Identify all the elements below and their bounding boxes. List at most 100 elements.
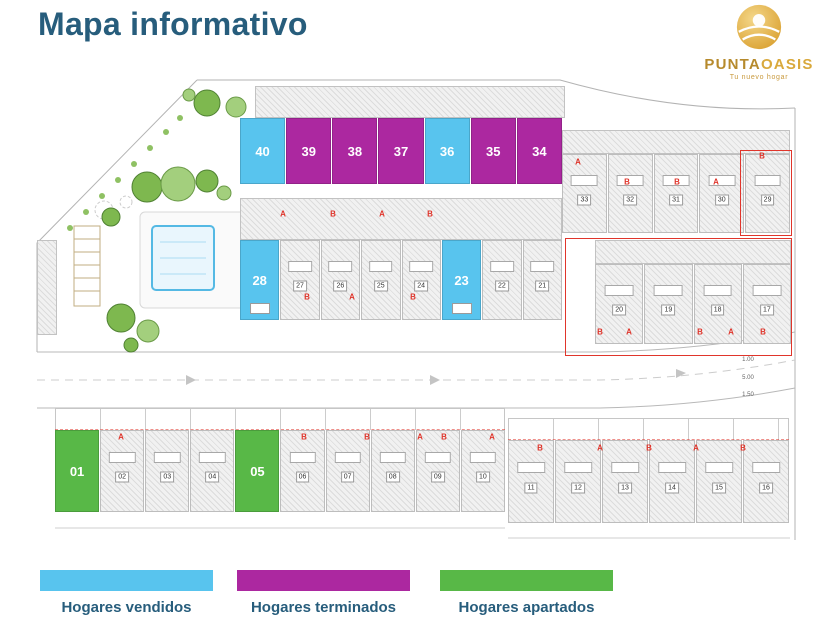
legend-item-terminados: Hogares terminados (237, 570, 410, 616)
unit-letter-mark: B (674, 177, 680, 187)
lot-number-tag: 06 (295, 471, 310, 483)
lot-01: 01 (55, 430, 100, 512)
lot-29: 29 (745, 154, 790, 233)
lot-number-tag: 30 (714, 194, 729, 206)
lot-38: 38 (332, 118, 378, 184)
driveway-strip (508, 418, 789, 440)
lot-number-tag: 12 (571, 482, 585, 494)
building-strip (240, 198, 562, 240)
lot-06: 06 (280, 430, 325, 512)
legend-label-apartados: Hogares apartados (458, 599, 595, 616)
path-circle (119, 195, 133, 209)
lot-number-tag: 04 (205, 471, 220, 483)
lot-21: 21 (522, 240, 562, 320)
legend-swatch-vendidos (40, 570, 213, 591)
lot-16: 16 (743, 440, 789, 523)
lot-19: 19 (644, 264, 693, 344)
unit-letter-mark: A (280, 209, 286, 219)
road-arrow-icon (186, 369, 686, 385)
unit-letter-mark: B (427, 209, 433, 219)
lot-number-tag: 14 (665, 482, 679, 494)
lot-33: 33 (562, 154, 607, 233)
unit-letter-mark: B (537, 443, 543, 453)
road-dimension-label: 5.00 (742, 375, 754, 381)
unit-letter-mark: B (304, 292, 310, 302)
road-dimension-label: 1.50 (742, 392, 754, 398)
lot-27: 27 (280, 240, 320, 320)
lot-number-tag: 29 (760, 194, 775, 206)
unit-letter-mark: A (693, 443, 699, 453)
legend-label-vendidos: Hogares vendidos (61, 599, 192, 616)
building-strip (562, 130, 790, 154)
lot-row-right-middle: 20 19 18 17 (595, 264, 791, 344)
lot-number-tag: 21 (535, 280, 550, 292)
pool-lanes (160, 241, 206, 275)
unit-letter-mark: B (646, 443, 652, 453)
lot-number-tag: 33 (577, 194, 592, 206)
unit-letter-mark: A (575, 157, 581, 167)
unit-letter-mark: B (330, 209, 336, 219)
lot-30: 30 (699, 154, 745, 233)
brand-name: PUNTAOASIS (698, 57, 820, 73)
lot-number-tag: 31 (669, 194, 683, 206)
lot-13: 13 (602, 440, 648, 523)
lot-26: 26 (320, 240, 361, 320)
lot-number-tag: 25 (373, 280, 388, 292)
unit-letter-mark: B (624, 177, 630, 187)
building-strip (255, 86, 565, 118)
lot-number-tag: 10 (475, 471, 490, 483)
unit-letter-mark: A (626, 327, 632, 337)
brand-name-secondary: OASIS (760, 56, 814, 73)
lot-number-tag: 18 (710, 304, 725, 316)
lot-22: 22 (482, 240, 522, 320)
lot-20: 20 (595, 264, 644, 344)
page-title: Mapa informativo (38, 6, 308, 42)
lot-15: 15 (696, 440, 742, 523)
lot-03: 03 (145, 430, 190, 512)
driveway-strip (55, 408, 505, 430)
legend-swatch-apartados (440, 570, 613, 591)
unit-letter-mark: B (760, 327, 766, 337)
lot-number-tag: 27 (293, 280, 307, 292)
lot-row-bottom-right: 11 12 13 14 15 16 (508, 440, 789, 523)
unit-letter-mark: B (740, 443, 746, 453)
building-strip (595, 240, 791, 264)
unit-letter-mark: A (417, 432, 423, 442)
unit-letter-mark: B (410, 292, 416, 302)
lot-12: 12 (555, 440, 601, 523)
lot-number-tag: 22 (495, 280, 509, 292)
lot-11: 11 (508, 440, 554, 523)
lot-number-tag: 03 (160, 471, 175, 483)
building-strip (37, 240, 57, 335)
lot-number-tag: 17 (759, 304, 774, 316)
unit-letter-mark: A (349, 292, 355, 302)
lot-number-tag: 16 (759, 482, 773, 494)
brand-name-primary: PUNTA (704, 56, 761, 73)
unit-letter-mark: A (489, 432, 495, 442)
lot-10: 10 (460, 430, 505, 512)
lot-04: 04 (190, 430, 235, 512)
lot-17: 17 (742, 264, 791, 344)
red-frontage-line (508, 439, 789, 440)
lot-37: 37 (378, 118, 424, 184)
brand-logo: PUNTAOASIS Tu nuevo hogar (698, 2, 820, 81)
lot-number-tag: 09 (430, 471, 445, 483)
legend-swatch-terminados (237, 570, 410, 591)
unit-letter-mark: B (697, 327, 703, 337)
lot-number-tag: 11 (524, 482, 538, 494)
unit-letter-mark: A (118, 432, 124, 442)
road-dimension-label: 1.00 (742, 357, 754, 363)
unit-letter-mark: A (713, 177, 719, 187)
unit-letter-mark: B (597, 327, 603, 337)
lot-number-tag: 20 (612, 304, 627, 316)
lot-36: 36 (424, 118, 470, 184)
lot-24: 24 (401, 240, 441, 320)
lot-number-tag: 13 (618, 482, 632, 494)
brand-tagline: Tu nuevo hogar (729, 74, 789, 81)
lot-02: 02 (100, 430, 145, 512)
lot-40: 40 (240, 118, 286, 184)
